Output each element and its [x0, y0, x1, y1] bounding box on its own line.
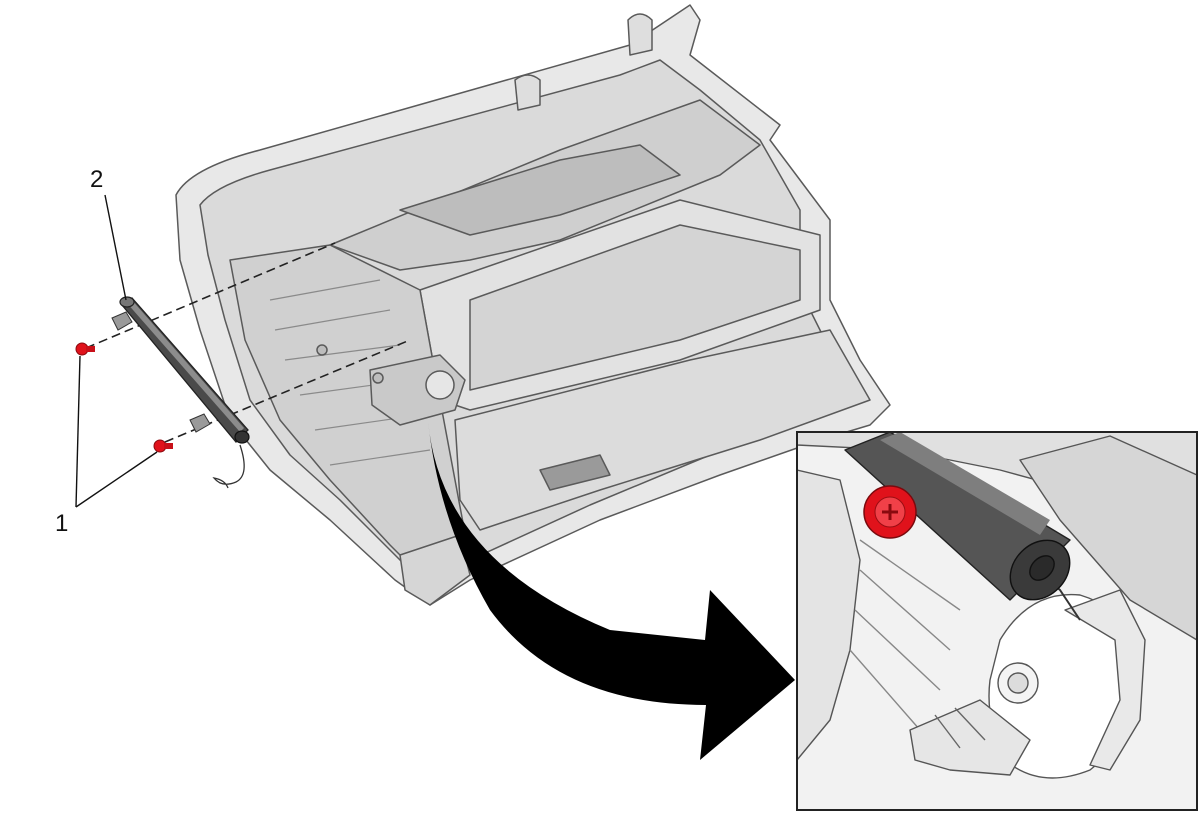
- red-screw-icon: [75, 342, 95, 356]
- hinge-pivot: [425, 370, 455, 400]
- curved-arrow-icon: [428, 420, 795, 760]
- assembly-line-upper: [85, 242, 336, 349]
- damper-mount-tab-upper: [111, 311, 133, 331]
- red-screw-icon: [863, 485, 917, 539]
- glovebox-top-grid: [399, 144, 681, 236]
- bottom-tab: [399, 534, 471, 606]
- inset-panel-slant: [1019, 435, 1197, 641]
- callout-label-fastener: 1: [55, 510, 69, 537]
- leader-line-fastener-a: [75, 355, 81, 508]
- damper-highlight: [126, 299, 244, 432]
- inset-pivot-head: [1007, 672, 1029, 694]
- damper-wire: [212, 444, 245, 489]
- red-screw-icon: [153, 439, 173, 453]
- mount-boss-lower: [372, 372, 384, 384]
- callout-label-damper: 2: [90, 166, 104, 193]
- damper-end-cap: [119, 296, 135, 308]
- top-clip-middle: [514, 74, 541, 111]
- inset-damper-rod-socket: [1029, 555, 1055, 581]
- inset-clip-detail: [934, 707, 986, 749]
- glovebox-inner-wall: [469, 224, 801, 391]
- leader-lines: [75, 194, 158, 508]
- top-clip-right: [627, 13, 653, 56]
- inset-clip: [909, 699, 1031, 776]
- fasteners: [75, 342, 173, 453]
- glovebox-housing: [175, 4, 891, 606]
- mount-boss-upper: [316, 344, 328, 356]
- inset-ribs: [849, 539, 961, 731]
- inset-damper-highlight: [880, 432, 1050, 535]
- inset-damper-body: [844, 432, 1071, 601]
- detail-inset: [796, 431, 1198, 811]
- glovebox-lower-slot: [539, 454, 611, 491]
- inset-border: [796, 431, 1198, 811]
- inset-hinge-arm: [1064, 589, 1146, 771]
- damper-rod-end: [234, 430, 250, 444]
- leader-line-damper: [104, 194, 127, 301]
- leader-line-fastener-b: [75, 451, 158, 508]
- glovebox-side-ribs: [269, 279, 431, 466]
- damper-mount-tab-lower: [189, 413, 211, 433]
- damper-assembly: [111, 296, 250, 489]
